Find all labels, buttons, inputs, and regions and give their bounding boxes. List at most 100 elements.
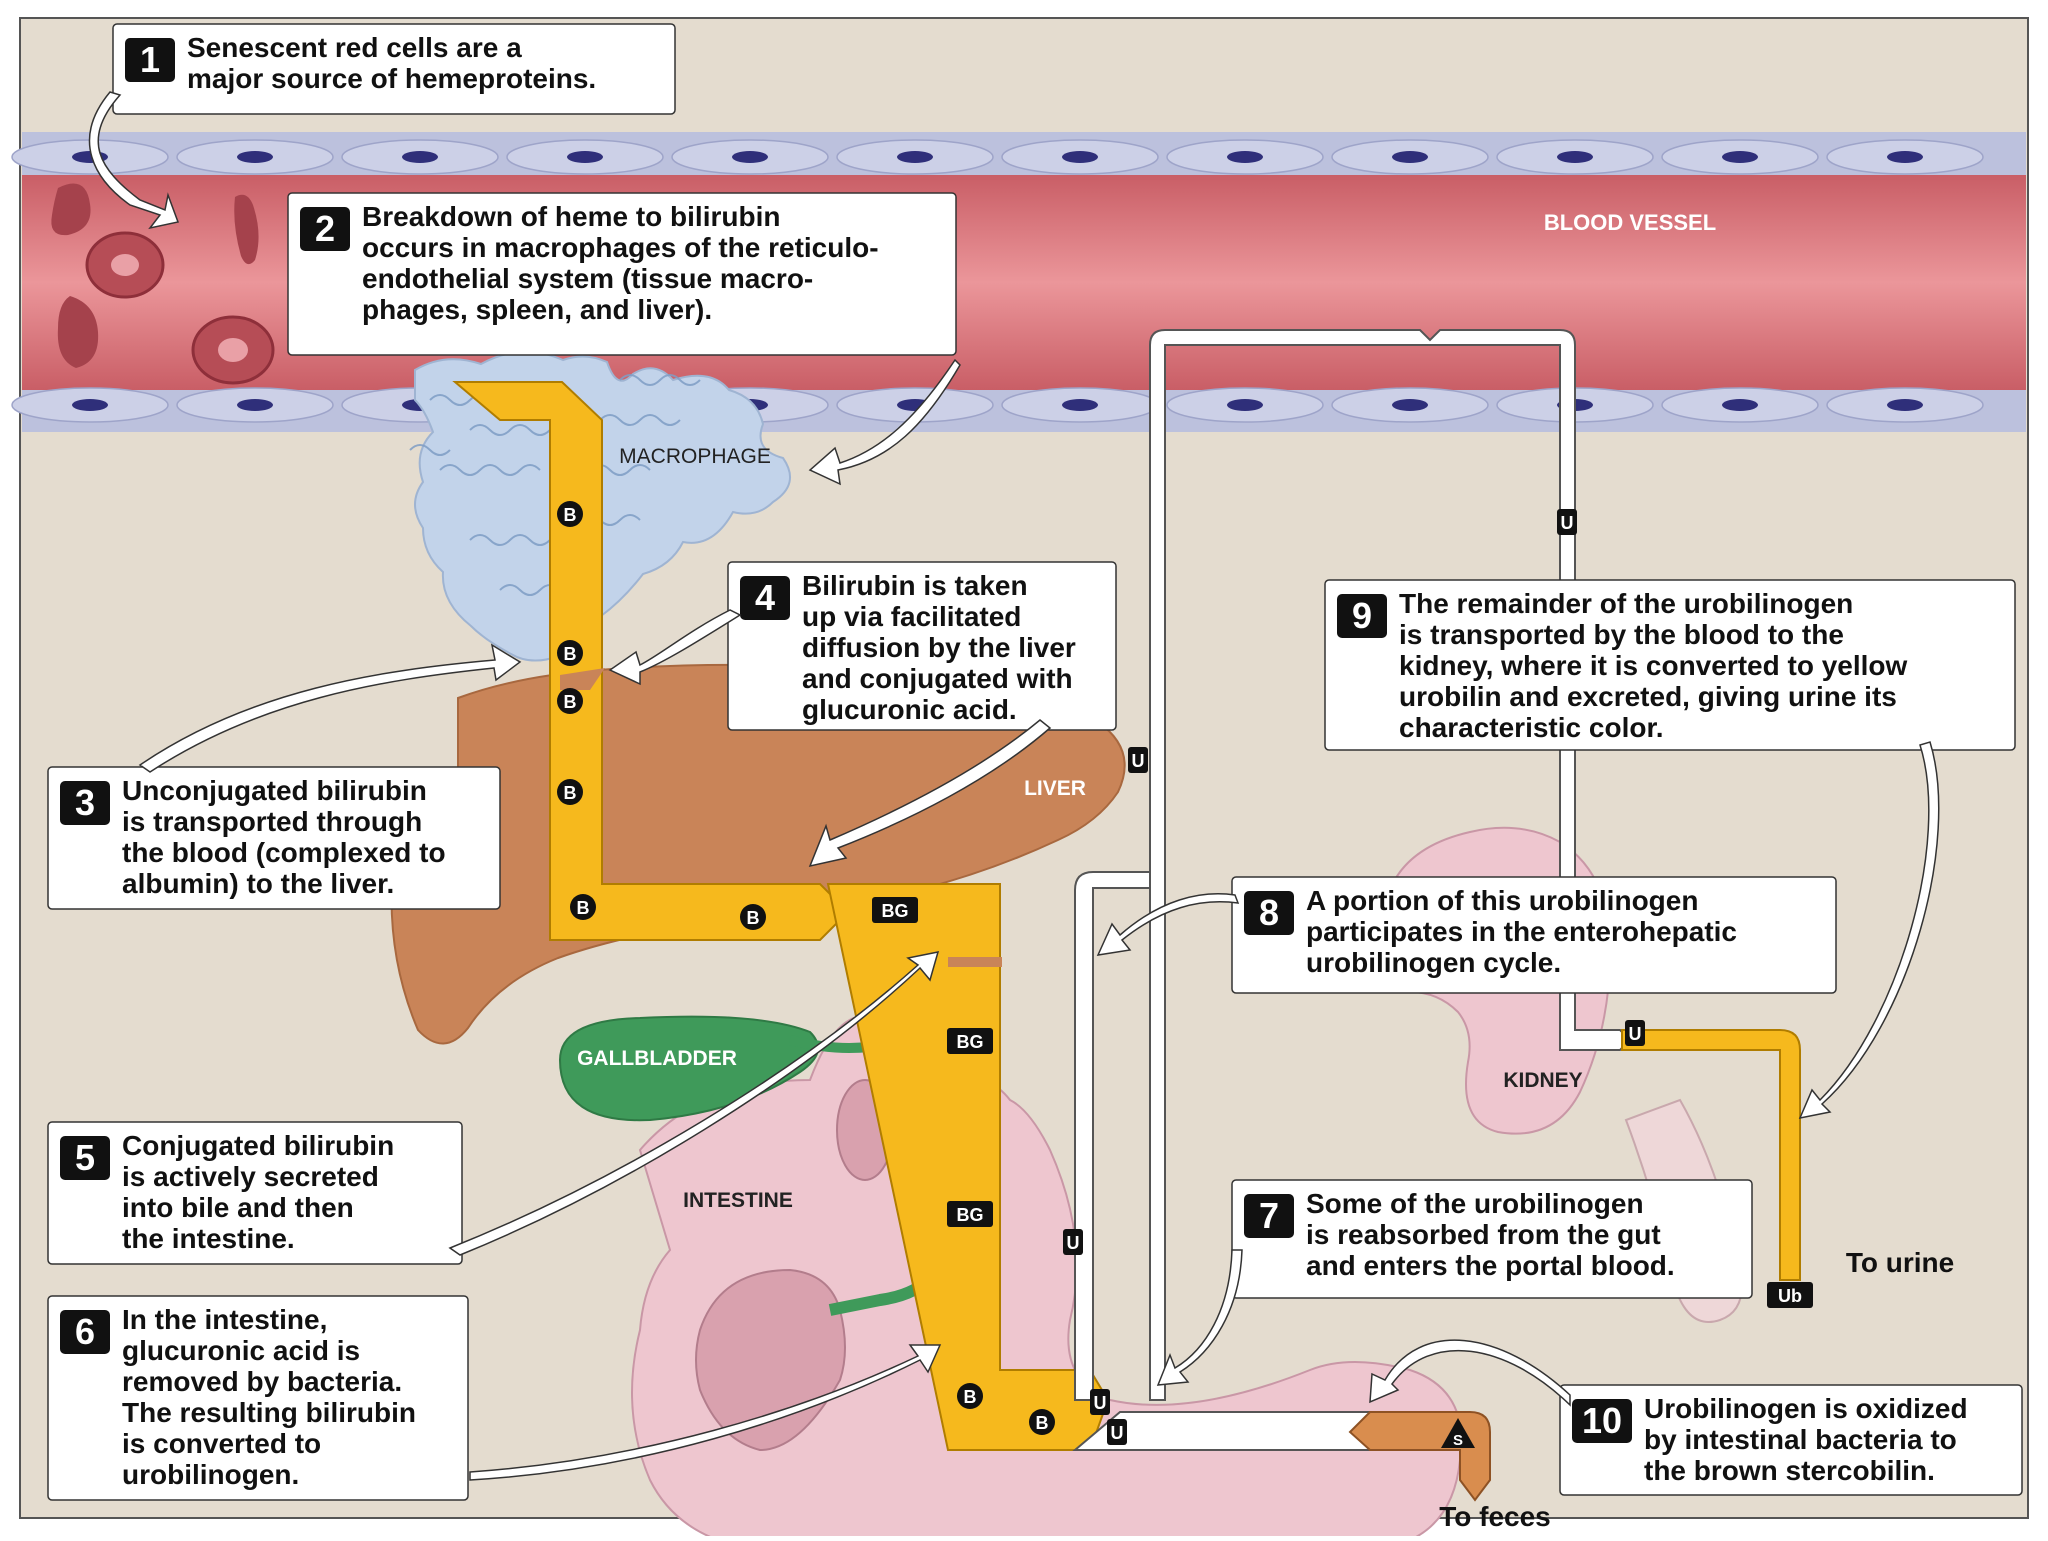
label-intestine: INTESTINE (683, 1189, 793, 1212)
step-text: Conjugated bilirubin is actively secrete… (122, 1130, 395, 1254)
label-gallbladder: GALLBLADDER (577, 1047, 737, 1070)
arrow-step-9 (1798, 741, 1940, 1120)
badge-label: U (1094, 1393, 1107, 1413)
vessel-wall-cells-bottom (11, 387, 1984, 423)
badge-u: U (1625, 1020, 1645, 1046)
endothelial-cell (1331, 387, 1489, 423)
step-6-callout: 6 In the intestine, glucuronic acid is re… (47, 1295, 469, 1501)
step-number: 5 (75, 1137, 95, 1178)
badge-label: U (1067, 1233, 1080, 1253)
step-number: 9 (1352, 595, 1372, 636)
step-5-callout: 5 Conjugated bilirubin is actively secret… (47, 1121, 463, 1265)
arrow-step-7 (1156, 1249, 1243, 1386)
label-to-urine: To urine (1846, 1247, 1954, 1278)
step-text: The remainder of the urobilinogen is tra… (1399, 588, 1908, 743)
label-to-feces: To feces (1439, 1501, 1551, 1532)
endothelial-cell (1331, 139, 1489, 175)
endothelial-cell (1496, 139, 1654, 175)
badge-label: B (564, 692, 577, 712)
arrow-step-10 (1369, 1339, 1571, 1407)
badge-bg: BG (947, 1028, 993, 1054)
endothelial-cell (176, 387, 334, 423)
badge-label: U (1132, 751, 1145, 771)
badge-label: B (564, 783, 577, 803)
label-macrophage: MACROPHAGE (619, 445, 771, 468)
leader-arrows (88, 91, 1940, 1481)
badge-label: U (1561, 513, 1574, 533)
badge-b: B (557, 640, 583, 666)
label-liver: LIVER (1024, 777, 1086, 800)
step-text: A portion of this urobilinogen participa… (1306, 885, 1737, 978)
badge-label: BG (957, 1205, 984, 1225)
badge-b: B (1029, 1409, 1055, 1435)
badge-u: U (1557, 509, 1577, 535)
step-number: 10 (1582, 1400, 1622, 1441)
badge-label: U (1111, 1423, 1124, 1443)
badge-s: S (1441, 1418, 1475, 1449)
endothelial-cell (1826, 387, 1984, 423)
badge-label: B (564, 644, 577, 664)
badge-label: B (577, 898, 590, 918)
arrow-step-3 (138, 643, 522, 773)
endothelial-cell (341, 139, 499, 175)
badge-b: B (557, 779, 583, 805)
step-text: Urobilinogen is oxidized by intestinal b… (1644, 1393, 1968, 1486)
step-4-callout: 4 Bilirubin is taken up via facilitated d… (727, 561, 1117, 731)
step-number: 7 (1259, 1195, 1279, 1236)
endothelial-cell (176, 139, 334, 175)
step-text: Some of the urobilinogen is reabsorbed f… (1306, 1188, 1675, 1281)
badge-label: B (747, 908, 760, 928)
badge-u: U (1063, 1229, 1083, 1255)
badge-label: B (964, 1387, 977, 1407)
bilirubin-pathway (452, 381, 1110, 1451)
badge-label: U (1629, 1024, 1642, 1044)
arrow-step-1 (88, 91, 180, 230)
badge-u: U (1090, 1389, 1110, 1415)
step-7-callout: 7 Some of the urobilinogen is reabsorbed … (1231, 1179, 1753, 1299)
step-text: Bilirubin is taken up via facilitated di… (802, 570, 1076, 725)
badge-label: B (564, 505, 577, 525)
step-number: 8 (1259, 892, 1279, 933)
step-8-callout: 8 A portion of this urobilinogen particip… (1231, 876, 1837, 994)
step-number: 3 (75, 782, 95, 823)
step-10-callout: 10 Urobilinogen is oxidized by intestinal… (1559, 1384, 2023, 1496)
badge-b: B (557, 688, 583, 714)
badge-ub: Ub (1767, 1282, 1813, 1308)
step-text: Unconjugated bilirubin is transported th… (122, 775, 446, 899)
step-3-callout: 3 Unconjugated bilirubin is transported t… (47, 766, 501, 910)
step-number: 6 (75, 1311, 95, 1352)
vessel-wall-cells-top (11, 139, 1984, 175)
endothelial-cell (1661, 387, 1819, 423)
endothelial-cell (671, 139, 829, 175)
badge-u: U (1107, 1419, 1127, 1445)
arrow-step-2 (808, 358, 961, 486)
endothelial-cell (11, 387, 169, 423)
urine-pathway (1621, 1029, 1801, 1281)
badge-b: B (570, 894, 596, 920)
label-blood-vessel: BLOOD VESSEL (1544, 210, 1716, 235)
step-number: 2 (315, 208, 335, 249)
label-kidney: KIDNEY (1503, 1069, 1582, 1092)
badge-bg: BG (872, 897, 918, 923)
step-number: 4 (755, 577, 775, 618)
endothelial-cell (506, 139, 664, 175)
endothelial-cell (1001, 387, 1159, 423)
badge-bg: BG (947, 1201, 993, 1227)
step-text: In the intestine, glucuronic acid is rem… (122, 1304, 416, 1490)
badge-b: B (740, 904, 766, 930)
endothelial-cell (1166, 387, 1324, 423)
endothelial-cell (1166, 139, 1324, 175)
step-9-callout: 9 The remainder of the urobilinogen is tr… (1324, 579, 2016, 751)
badge-label: Ub (1778, 1286, 1802, 1306)
blood-vessel (11, 132, 2026, 432)
arrow-step-5 (448, 951, 940, 1256)
badge-label: S (1453, 1432, 1463, 1449)
endothelial-cell (1826, 139, 1984, 175)
badge-b: B (957, 1383, 983, 1409)
